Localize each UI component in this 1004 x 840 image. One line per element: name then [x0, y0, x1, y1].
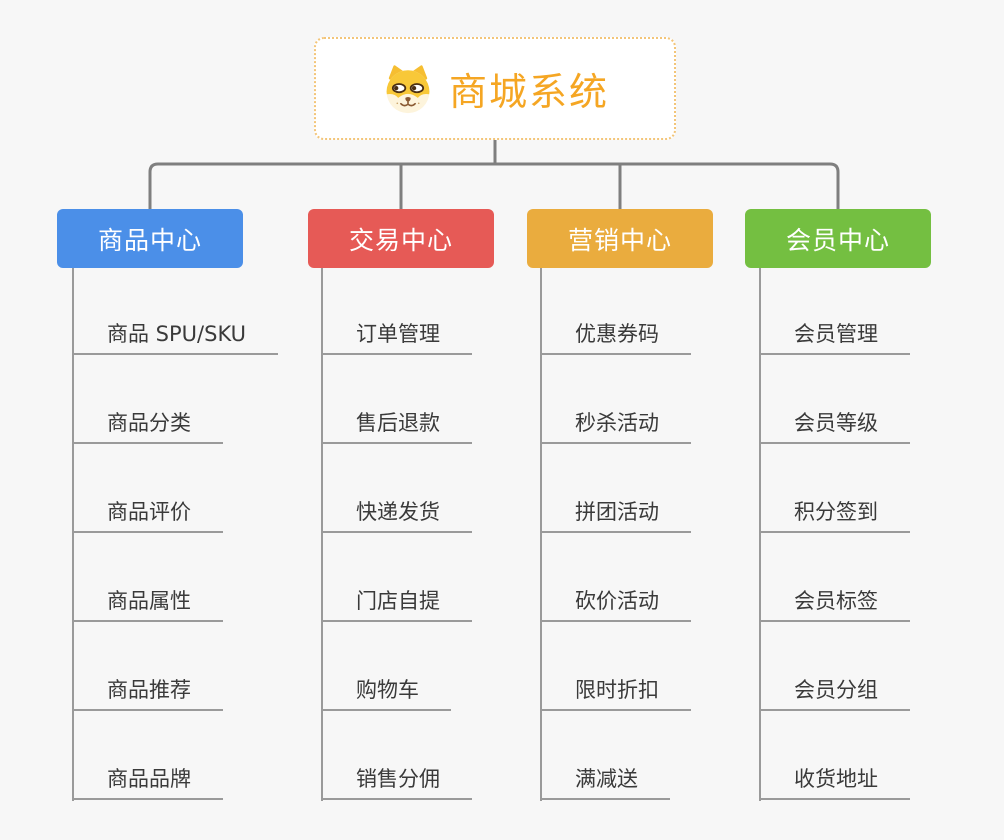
branch-node-trade-center[interactable]: 交易中心: [308, 209, 494, 268]
root-title: 商城系统: [448, 70, 609, 114]
root-node[interactable]: 商城系统: [314, 37, 676, 140]
leaf-node[interactable]: 订单管理: [323, 321, 472, 355]
leaf-node[interactable]: 销售分佣: [323, 766, 472, 800]
leaf-node[interactable]: 会员标签: [761, 588, 910, 622]
leaf-node[interactable]: 会员等级: [761, 410, 910, 444]
leaf-node[interactable]: 收货地址: [761, 766, 910, 800]
branch-label: 营销中心: [567, 225, 672, 255]
branch-column-trade: 订单管理 售后退款 快递发货 门店自提 购物车 销售分佣: [321, 268, 563, 801]
branch-node-member-center[interactable]: 会员中心: [745, 209, 931, 268]
leaf-node[interactable]: 会员管理: [761, 321, 910, 355]
leaf-node[interactable]: 商品推荐: [74, 677, 223, 711]
leaf-node[interactable]: 商品评价: [74, 499, 223, 533]
leaf-node[interactable]: 商品属性: [74, 588, 223, 622]
branch-column-marketing: 优惠券码 秒杀活动 拼团活动 砍价活动 限时折扣 满减送: [540, 268, 782, 801]
leaf-node[interactable]: 优惠券码: [542, 321, 691, 355]
branch-node-marketing-center[interactable]: 营销中心: [527, 209, 713, 268]
branch-label: 商品中心: [97, 225, 202, 255]
branch-node-product-center[interactable]: 商品中心: [57, 209, 243, 268]
leaf-node[interactable]: 快递发货: [323, 499, 472, 533]
branch-column-member: 会员管理 会员等级 积分签到 会员标签 会员分组 收货地址: [759, 268, 1001, 801]
leaf-node[interactable]: 满减送: [542, 766, 670, 800]
leaf-node[interactable]: 购物车: [323, 677, 451, 711]
leaf-node[interactable]: 限时折扣: [542, 677, 691, 711]
leaf-node[interactable]: 商品 SPU/SKU: [74, 321, 279, 355]
leaf-node[interactable]: 商品品牌: [74, 766, 223, 800]
branch-column-product: 商品 SPU/SKU 商品分类 商品评价 商品属性 商品推荐 商品品牌: [72, 268, 314, 801]
leaf-node[interactable]: 砍价活动: [542, 588, 691, 622]
leaf-node[interactable]: 商品分类: [74, 410, 223, 444]
leaf-node[interactable]: 拼团活动: [542, 499, 691, 533]
branch-label: 会员中心: [785, 225, 890, 255]
leaf-node[interactable]: 积分签到: [761, 499, 910, 533]
leaf-node[interactable]: 会员分组: [761, 677, 910, 711]
branch-label: 交易中心: [348, 225, 453, 255]
leaf-node[interactable]: 门店自提: [323, 588, 472, 622]
leaf-node[interactable]: 售后退款: [323, 410, 472, 444]
shiba-dog-icon: [386, 64, 430, 113]
leaf-node[interactable]: 秒杀活动: [542, 410, 691, 444]
